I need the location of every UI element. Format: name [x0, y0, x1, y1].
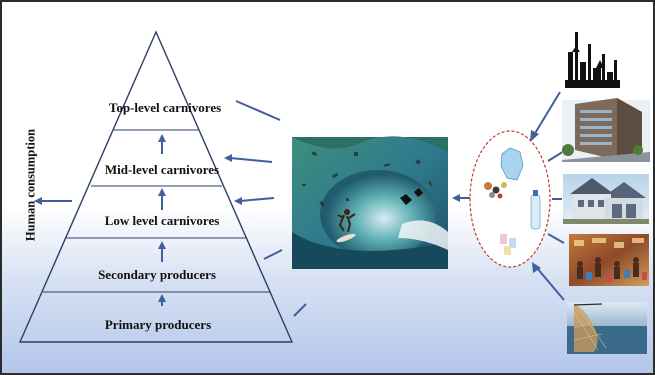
level-secondary-producers: Secondary producers: [98, 267, 216, 283]
up-arrow: [158, 294, 166, 306]
arrow-to-secondary: [264, 250, 282, 259]
oval-to-wave-arrow: [452, 194, 470, 202]
level-top-carnivores: Top-level carnivores: [109, 100, 221, 116]
up-arrow: [158, 188, 166, 210]
industry-skyline-image: [565, 28, 620, 88]
water-bottle-icon: [531, 195, 540, 229]
arrow-to-mid-level: [224, 154, 272, 162]
arrow-from-market: [548, 234, 564, 243]
human-consumption-arrow: [34, 197, 72, 205]
house-image: [563, 174, 649, 224]
ocean-wave-plastic-image: [292, 136, 448, 269]
arrow-to-low-level: [234, 197, 274, 205]
level-low-carnivores: Low level carnivores: [105, 213, 220, 229]
level-mid-carnivores: Mid-level carnivores: [105, 162, 219, 178]
up-arrow: [158, 134, 166, 154]
arrow-from-industry: [530, 92, 560, 142]
level-primary-producers: Primary producers: [105, 317, 211, 333]
office-building-image: [562, 98, 650, 162]
arrow-to-primary: [294, 304, 306, 316]
arrow-to-top-level: [236, 101, 280, 120]
trophic-pyramid: [20, 32, 292, 342]
pyramid-outline: [20, 32, 292, 342]
human-consumption-label: Human consumption: [24, 129, 39, 241]
up-arrow: [158, 241, 166, 262]
bottle-cap-icon: [533, 190, 538, 196]
market-image: [569, 234, 649, 286]
fishing-net-image: [567, 302, 647, 354]
arrow-from-fishing: [532, 262, 564, 300]
